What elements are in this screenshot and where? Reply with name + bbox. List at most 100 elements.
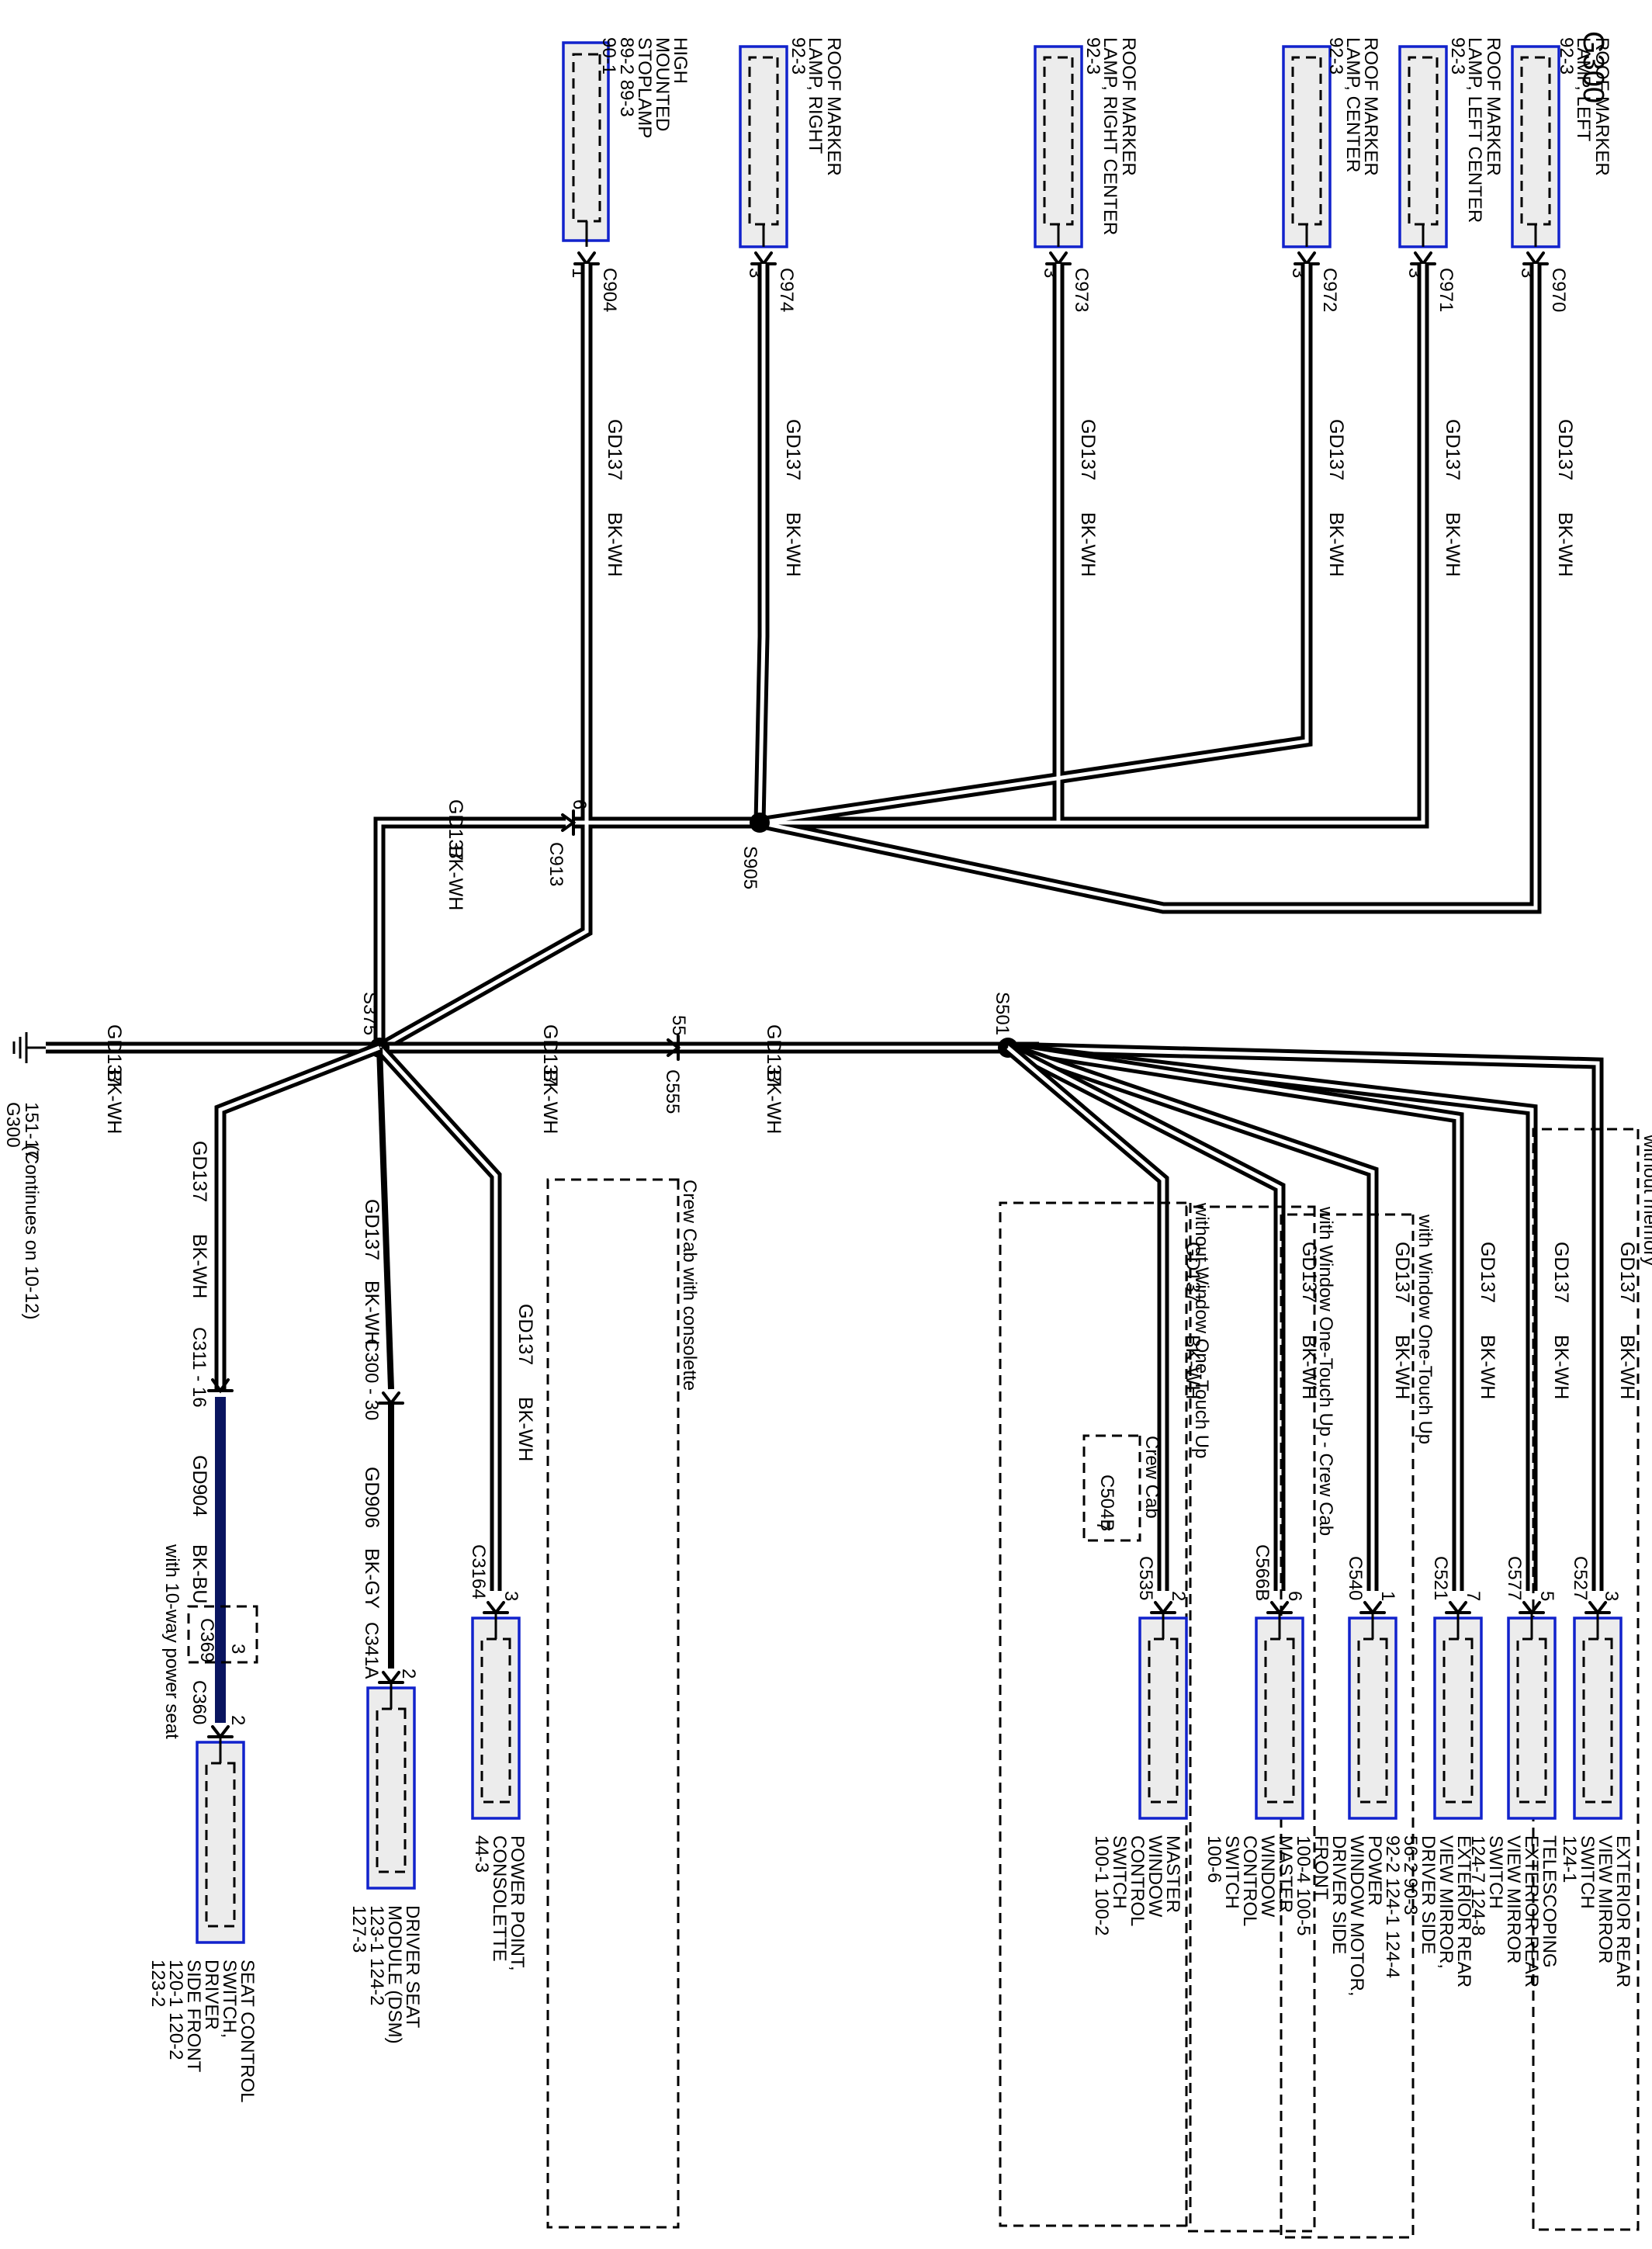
wire-label-c971-color: BK-WH (1442, 512, 1463, 577)
label-c535-2: WINDOW (1145, 1835, 1165, 1918)
wire-label-seat-circuit: GD137 (189, 1141, 210, 1202)
label-c566b-2: WINDOW (1257, 1835, 1278, 1918)
label-roof-marker-left-center-2: LAMP, LEFT CENTER (1464, 37, 1485, 223)
wire-label-c527-color: BK-WH (1616, 1335, 1638, 1399)
connector-label-c566b: C566B (1252, 1544, 1273, 1601)
wire-label-c971-circuit: GD137 (1442, 419, 1463, 480)
component-roof-marker-lamp-left-center (1398, 45, 1448, 248)
option-box-without-one-touch (999, 1201, 1192, 2227)
pin-c566b: 6 (1284, 1591, 1305, 1601)
component-roof-marker-lamp-right-center (1034, 45, 1083, 248)
label-stoplamp-1: HIGH (670, 37, 691, 84)
component-exterior-rear-view-mirror-driver (1433, 1613, 1483, 1820)
connector-label-c540: C540 (1345, 1556, 1366, 1600)
wire-label-c521-color: BK-WH (1477, 1335, 1498, 1399)
label-roof-marker-left-center: ROOF MARKER (1483, 37, 1504, 176)
wire-label-c974-circuit: GD137 (782, 419, 804, 480)
wire-label-c577-color: BK-WH (1550, 1335, 1572, 1399)
component-telescoping-mirror-switch (1507, 1613, 1557, 1820)
connector-label-c913: C913 (545, 842, 566, 886)
label-c521-2: VIEW MIRROR, (1436, 1835, 1456, 1969)
label-roof-marker-right: ROOF MARKER (823, 37, 844, 176)
wire-label-bus-circuit: GD137 (539, 1024, 561, 1086)
label-c527-3: SWITCH (1577, 1835, 1598, 1909)
wire-label-c577-circuit: GD137 (1550, 1242, 1572, 1303)
connector-c566b-symbol (1266, 1601, 1293, 1616)
connector-label-c972: C972 (1319, 268, 1340, 312)
wire-c3164 (375, 1043, 502, 1591)
connector-c535-symbol (1150, 1601, 1176, 1616)
label-roof-marker-left-center-3: 92-3 (1447, 37, 1468, 75)
pin-c521: 7 (1463, 1591, 1484, 1601)
pin-c3164: 3 (500, 1591, 521, 1601)
ground-page: 151-17 (21, 1102, 42, 1160)
bottom-components (196, 1613, 1623, 1944)
wire-label-seat-inline-circuit: GD904 (189, 1455, 210, 1516)
wire-label-c904-color: BK-WH (604, 512, 625, 577)
ground-continues: (Continues on 10-12) (21, 1145, 42, 1319)
label-c535-3: CONTROL (1127, 1835, 1148, 1926)
pin-c369: 3 (227, 1644, 248, 1654)
option-label-without-memory: without memory (1640, 1134, 1652, 1266)
option-label-c369: with 10-way power seat (161, 1544, 182, 1739)
wire-label-c566b-color: BK-WH (1298, 1335, 1320, 1399)
wire-label-c3164-circuit: GD137 (514, 1304, 536, 1365)
label-c521-5: 92-2 124-1 124-4 (1382, 1835, 1403, 1978)
splice-label-s905: S905 (739, 846, 760, 889)
label-c521-4: 56-2 90-3 (1400, 1835, 1421, 1915)
wire-label-c566b-circuit: GD137 (1298, 1242, 1320, 1303)
bottom-wire-labels: GD137 BK-WH GD137 BK-WH GD137 BK-WH GD13… (514, 1242, 1638, 1461)
label-c577-1: TELESCOPING (1539, 1835, 1560, 1968)
label-dsm-3: 123-1 124-2 (366, 1905, 387, 2005)
label-c535-1: MASTER (1162, 1835, 1183, 1913)
label-roof-marker-right-center-3: 92-3 (1082, 37, 1103, 75)
wire-c972 (758, 264, 1313, 829)
connector-c913-symbol (561, 809, 577, 836)
pin-c535: 2 (1168, 1591, 1189, 1601)
label-c521-1: EXTERIOR REAR (1453, 1835, 1474, 1987)
wire-label-ground-color: BK-WH (103, 1069, 125, 1134)
label-roof-marker-left: ROOF MARKER (1591, 37, 1612, 176)
wire-label-seat-color: BK-WH (189, 1234, 210, 1298)
wire-label-c521-circuit: GD137 (1477, 1242, 1498, 1303)
wire-label-bus-color: BK-WH (539, 1069, 561, 1134)
wire-c904 (384, 264, 593, 1049)
label-stoplamp-2: MOUNTED (652, 37, 673, 131)
label-c566b-4: SWITCH (1221, 1835, 1242, 1909)
label-c540-2: WINDOW MOTOR, (1346, 1835, 1367, 1997)
label-seat-2: SWITCH, (219, 1960, 240, 2038)
pin-c913: 6 (569, 799, 590, 809)
bottom-component-labels: EXTERIOR REAR VIEW MIRROR SWITCH 124-1 T… (147, 1835, 1633, 2102)
component-high-mounted-stoplamp (562, 41, 610, 247)
label-dsm-4: 127-3 (348, 1905, 369, 1953)
splice-s905 (750, 813, 770, 833)
dsm-inline: C300 - 30 GD137 BK-WH GD906 BK-GY (361, 1199, 404, 1669)
connector-label-c369: C369 (196, 1618, 217, 1662)
wire-label-c970-color: BK-WH (1554, 512, 1576, 577)
label-seat-6: 123-2 (147, 1960, 168, 2007)
label-c527-2: VIEW MIRROR (1595, 1835, 1616, 1963)
top-component-labels: ROOF MARKER LAMP, LEFT 92-3 ROOF MARKER … (598, 37, 1612, 235)
connector-label-c971: C971 (1436, 268, 1456, 312)
wire-label-c972-circuit: GD137 (1325, 419, 1347, 480)
label-c566b-5: 100-6 (1204, 1835, 1224, 1883)
wire-label-c970-circuit: GD137 (1554, 419, 1576, 480)
wire-label-seat-inline-color: BK-BU (189, 1544, 210, 1603)
pin-c577: 5 (1536, 1591, 1557, 1601)
wire-label-c913-color: BK-WH (445, 846, 466, 910)
wire-c913-s375 (373, 816, 566, 1044)
label-roof-marker-right-center-2: LAMP, RIGHT CENTER (1100, 37, 1120, 235)
label-c3164-1: POWER POINT, (507, 1835, 528, 1971)
connector-c972-symbol (1294, 251, 1320, 267)
bottom-connectors: C527 3 C577 5 C521 7 C540 1 C566B 6 C535… (189, 1544, 1622, 1740)
wire-label-c974-color: BK-WH (782, 512, 804, 577)
diagram-title: G300 (1577, 31, 1609, 103)
wire-label-c913-circuit: GD137 (445, 799, 466, 861)
connector-c973-symbol (1045, 251, 1072, 267)
label-c3164-2: CONSOLETTE (489, 1835, 510, 1962)
pin-c504b: 7 (1093, 1521, 1113, 1531)
bottom-wires (375, 1041, 1604, 1591)
connector-c540-symbol (1359, 1601, 1386, 1616)
wire-label-s501-circuit: GD137 (763, 1024, 784, 1086)
connector-c3164-symbol (483, 1601, 509, 1616)
